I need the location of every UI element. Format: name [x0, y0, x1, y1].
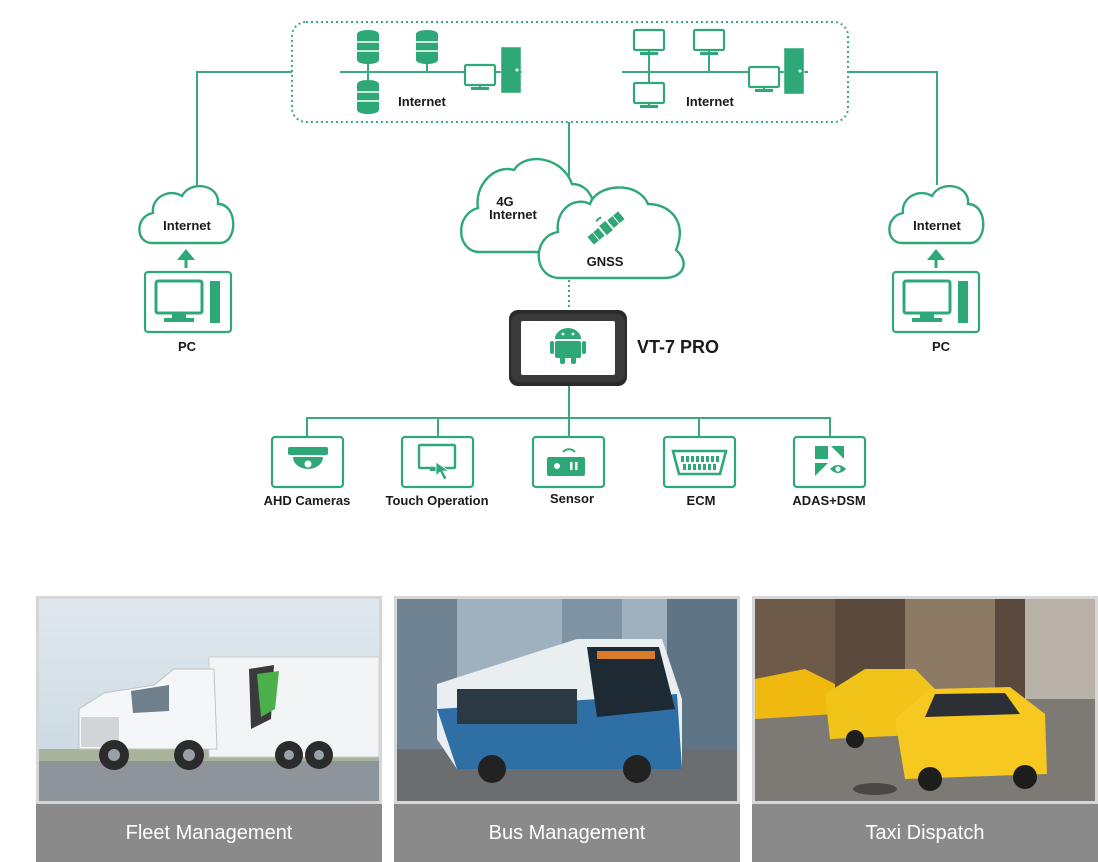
monitor-icon [632, 28, 666, 57]
satellite-icon [587, 211, 625, 245]
computer-tower-icon [783, 47, 805, 95]
adas-dsm-icon [815, 446, 846, 476]
taxi-dispatch-card[interactable]: Taxi Dispatch [752, 596, 1098, 862]
system-architecture-diagram: Internet Internet Internet PC Internet [138, 21, 985, 508]
yellow-taxis-street-photo [752, 596, 1098, 804]
obd-connector-icon [671, 449, 728, 476]
monitor-icon [747, 65, 781, 94]
left-cloud-label: Internet [163, 218, 211, 233]
computer-tower-icon [500, 46, 522, 94]
peripheral-label: Sensor [550, 491, 594, 506]
fleet-management-card[interactable]: Fleet Management [36, 596, 382, 862]
server-icon [415, 29, 439, 65]
right-lan-label: Internet [686, 94, 734, 109]
upload-arrow-icon [177, 249, 195, 260]
left-lan-group: Internet [340, 29, 522, 115]
peripheral-label: Touch Operation [385, 493, 488, 508]
device-name: VT-7 PRO [637, 337, 719, 357]
gnss-cloud: GNSS [537, 186, 685, 280]
dome-camera-icon [288, 447, 328, 469]
server-icon [356, 29, 380, 65]
right-lan-group: Internet [622, 28, 808, 110]
right-pc-label: PC [932, 339, 951, 354]
peripheral-ecm: ECM [662, 435, 737, 508]
peripheral-label: ADAS+DSM [792, 493, 865, 508]
cloud-icon [888, 184, 985, 245]
gnss-label: GNSS [587, 254, 624, 269]
left-pc-group: Internet PC [138, 184, 235, 354]
android-icon [550, 328, 586, 364]
electric-city-bus-photo [394, 596, 740, 804]
monitor-icon [632, 81, 666, 110]
left-pc-label: PC [178, 339, 197, 354]
left-lan-label: Internet [398, 94, 446, 109]
application-caption: Taxi Dispatch [752, 804, 1098, 862]
peripheral-label: AHD Cameras [264, 493, 351, 508]
peripheral-ahd-cameras: AHD Cameras [264, 435, 351, 508]
right-cloud-label: Internet [913, 218, 961, 233]
cloud-icon [138, 184, 235, 245]
vt7-pro-tablet: VT-7 PRO [509, 310, 719, 386]
server-icon [356, 79, 380, 115]
bus-management-card[interactable]: Bus Management [394, 596, 740, 862]
monitor-icon [463, 63, 497, 92]
application-caption: Bus Management [394, 804, 740, 862]
cloud-icon [537, 186, 685, 280]
monitor-icon [692, 28, 726, 57]
peripheral-touch-operation: Touch Operation [385, 435, 489, 508]
sensor-icon [547, 448, 585, 476]
upload-arrow-icon [927, 249, 945, 260]
peripheral-label: ECM [687, 493, 716, 508]
application-caption: Fleet Management [36, 804, 382, 862]
peripheral-sensor: Sensor [531, 435, 606, 506]
peripheral-adas-dsm: ADAS+DSM [792, 435, 867, 508]
right-pc-group: Internet PC [888, 184, 985, 354]
application-cards: Fleet Management Bus Management [36, 596, 1098, 862]
white-semi-truck-photo [36, 596, 382, 804]
cellular-label-line2: Internet [489, 207, 537, 222]
cellular-label-line1: 4G [496, 194, 513, 209]
touch-screen-icon [417, 443, 457, 481]
